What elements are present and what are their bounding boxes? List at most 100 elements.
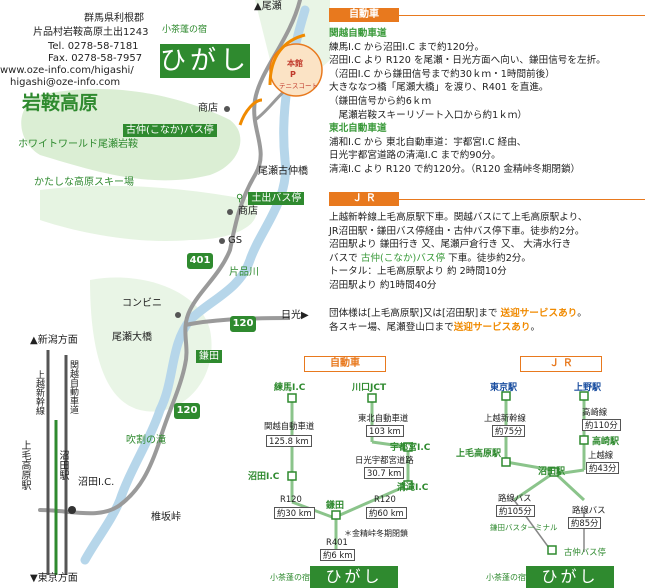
bus-tsuchiide-pin-icon: ⚲ [236, 193, 244, 204]
route120a-shield: 120 [230, 316, 256, 332]
gs-label: GS [228, 235, 243, 246]
bottom-logo-left-large: ひがし [310, 566, 398, 588]
resort-label: 本館 [287, 59, 303, 68]
ski-white-label: ホワイトワールド尾瀬岩鞍 [18, 139, 138, 150]
greenery [21, 0, 330, 412]
jr-d-takasaki-line: 高崎線 [582, 407, 608, 417]
jr-d-joetsu-time: 約75分 [492, 425, 526, 438]
jr-d-bus1: 路線バス [498, 493, 532, 503]
bus-furunaka: 古仲(こなか)バス停 [123, 118, 217, 137]
car-d-nikko-road: 日光宇都宮道路 [355, 455, 414, 465]
jr-d-joetsu-line: 上越線 [588, 450, 614, 460]
shop2-point [227, 209, 233, 215]
jr-diagram: Ｊ Ｒ 東京駅 上野駅 上越新幹線 約75分 高崎線 約110分 高崎駅 上毛高… [452, 352, 649, 588]
car-d-tohoku-dist: 103 km [366, 425, 404, 438]
jr-d-bus1-time: 約105分 [496, 505, 535, 518]
hotel-tel: Tel. 0278-58-7181 [48, 41, 139, 52]
car-d-kamada: 鎌田 [326, 501, 345, 511]
route401-shield: 401 [187, 253, 213, 269]
bottom-logo-right-small: 小茶蓬の宿 [486, 573, 526, 582]
numata-ic-label: 沼田I.C. [78, 477, 115, 488]
jr-bus-line: バスで 古仲(こなか)バス停 下車。徒歩約2分。 [329, 252, 531, 264]
car-header-tag: 自動車 [329, 8, 399, 22]
bottom-logo-left: 小茶蓬の宿 ひがし [270, 566, 400, 588]
gs-point [219, 238, 225, 244]
road-nikko [184, 316, 291, 327]
car-line-0: 練馬I.C から沼田I.C まで約120分。 [329, 41, 485, 53]
jr-d-ueno: 上野駅 [574, 383, 602, 393]
fukiware-label: 吹割の滝 [126, 435, 166, 446]
hotel-logo: 小茶蓬の宿 ひがし [160, 14, 250, 80]
jr-line-2: 沼田駅より 鎌田行き 又、尾瀬戸倉行き 又、 大清水行き [329, 239, 572, 251]
jr-d-joetsu: 上越新幹線 [484, 413, 526, 423]
logo-large-text: ひがし [160, 44, 251, 78]
jr-header: Ｊ Ｒ [329, 192, 645, 206]
car-line-2: （沼田I.C から鎌田信号まで約30ｋｍ・1時間前後） [329, 68, 555, 80]
car-d-nikko-dist: 30.7 km [364, 467, 405, 480]
rail-kanetsu-label: 関越自動車道 [68, 360, 78, 414]
shop1-point [224, 106, 230, 112]
bus-tsuchiide-label: 土出バス停 [248, 192, 305, 205]
jr-d-bus2-time: 約85分 [568, 517, 602, 530]
car-d-nerima: 練馬I.C [274, 383, 306, 393]
area-title: 岩鞍高原 [22, 92, 99, 114]
dir-tokyo: ▼東京方面 [30, 573, 78, 584]
parking-label: P [290, 70, 296, 79]
jr-d-kamada-term: 鎌田バスターミナル [490, 523, 558, 532]
jr-d-bus2: 路線バス [572, 505, 606, 515]
car-d-note: ＊金精峠冬期閉鎖 [344, 529, 408, 538]
jr-d-takasaki: 高崎駅 [592, 437, 620, 447]
jr-diagram-header: Ｊ Ｒ [520, 356, 602, 372]
jr-total-1: トータル：上毛高原駅より 約 2時間10分 [329, 266, 507, 278]
hotel-url[interactable]: www.oze-info.com/higashi/ [0, 65, 134, 76]
route120b-shield: 120 [174, 403, 200, 419]
car-d-r120b: R120 [374, 494, 396, 504]
car-d-kawaguchi: 川口JCT [352, 383, 387, 393]
car-header: 自動車 [329, 8, 645, 22]
jr-d-takasaki-time: 約110分 [582, 419, 621, 432]
kamada-label: 鎌田 [196, 344, 222, 363]
dir-niigata: ▲新潟方面 [30, 335, 78, 346]
car-line-1: 沼田I.C より R120 を尾瀬・日光方面へ向い、鎌田信号を左折。 [329, 55, 606, 67]
jr-line-0: 上越新幹線上毛高原駅下車。関越バスにて上毛高原駅より、 [329, 212, 588, 223]
route-arrow-2 [238, 98, 263, 126]
car-line-4: （鎌田信号から約6ｋｍ [329, 95, 432, 107]
jr-d-tokyo: 東京駅 [490, 383, 518, 393]
car-d-kiyotaki: 清滝I.C [397, 483, 429, 493]
car-d-r401: R401 [326, 537, 348, 547]
route-arrow-1 [268, 33, 306, 86]
jr-d-joetsu-line-time: 約43分 [586, 462, 620, 475]
service-info: 団体様は[上毛高原駅]又は[沼田駅]まで 送迎サービスあり。 各スキー場、尾瀬登… [329, 307, 645, 334]
car-d-numata: 沼田I.C [248, 472, 280, 482]
jr-d-furunaka: 古仲バス停 [564, 547, 606, 557]
oze-direction: ▲尾瀬 [254, 1, 282, 12]
car-line2-0: 浦和I.C から 東北自動車道：宇都宮I.C 経由、 [329, 136, 527, 148]
hotel-address-1: 群馬県利根郡 [84, 13, 144, 24]
jr-d-jomo: 上毛高原駅 [456, 449, 502, 459]
hotel-email[interactable]: higashi@oze-info.com [10, 77, 121, 88]
jr-line-1: JR沼田駅・鎌田バス停経由・古仲バス停下車。徒歩約2分。 [329, 225, 585, 237]
kamada-label-text: 鎌田 [196, 350, 222, 363]
bottom-logo-right-large: ひがし [526, 566, 614, 588]
hotel-address-2: 片品村岩鞍高原土出1243 [33, 27, 149, 38]
river-label: 片品川 [229, 267, 259, 278]
river-katashina [80, 5, 310, 565]
car-d-kanetsu-dist: 125.8 km [266, 435, 312, 448]
car-diagram-header: 自動車 [304, 356, 386, 372]
bottom-logo-right: 小茶蓬の宿 ひがし [486, 566, 616, 588]
numata-st-label: 沼田駅 [57, 450, 68, 480]
service-line-1: 団体様は[上毛高原駅]又は[沼田駅]まで 送迎サービスあり。 [329, 308, 587, 319]
logo-small-text: 小茶蓬の宿 [162, 25, 208, 35]
shop2-label: 商店 [238, 206, 258, 217]
car-line-3: 大きななつ橋「尾瀬大橋」を渡り、R401 を直進。 [329, 82, 549, 94]
jr-header-tag: Ｊ Ｒ [329, 192, 399, 206]
service-line-2: 各スキー場、尾瀬登山口まで送迎サービスあり。 [329, 321, 541, 333]
jr-total-2: 沼田駅より 約1時間40分 [329, 279, 437, 291]
road-main [38, 0, 302, 516]
car-d-utsunomiya: 宇都宮I.C [390, 443, 431, 453]
hotel-fax: Fax. 0278-58-7957 [48, 53, 143, 64]
tennis-label: テニスコート [279, 82, 318, 90]
bottom-logo-left-small: 小茶蓬の宿 [270, 573, 310, 582]
bridge-furunaka-label: 尾瀬古仲橋 [258, 166, 308, 177]
